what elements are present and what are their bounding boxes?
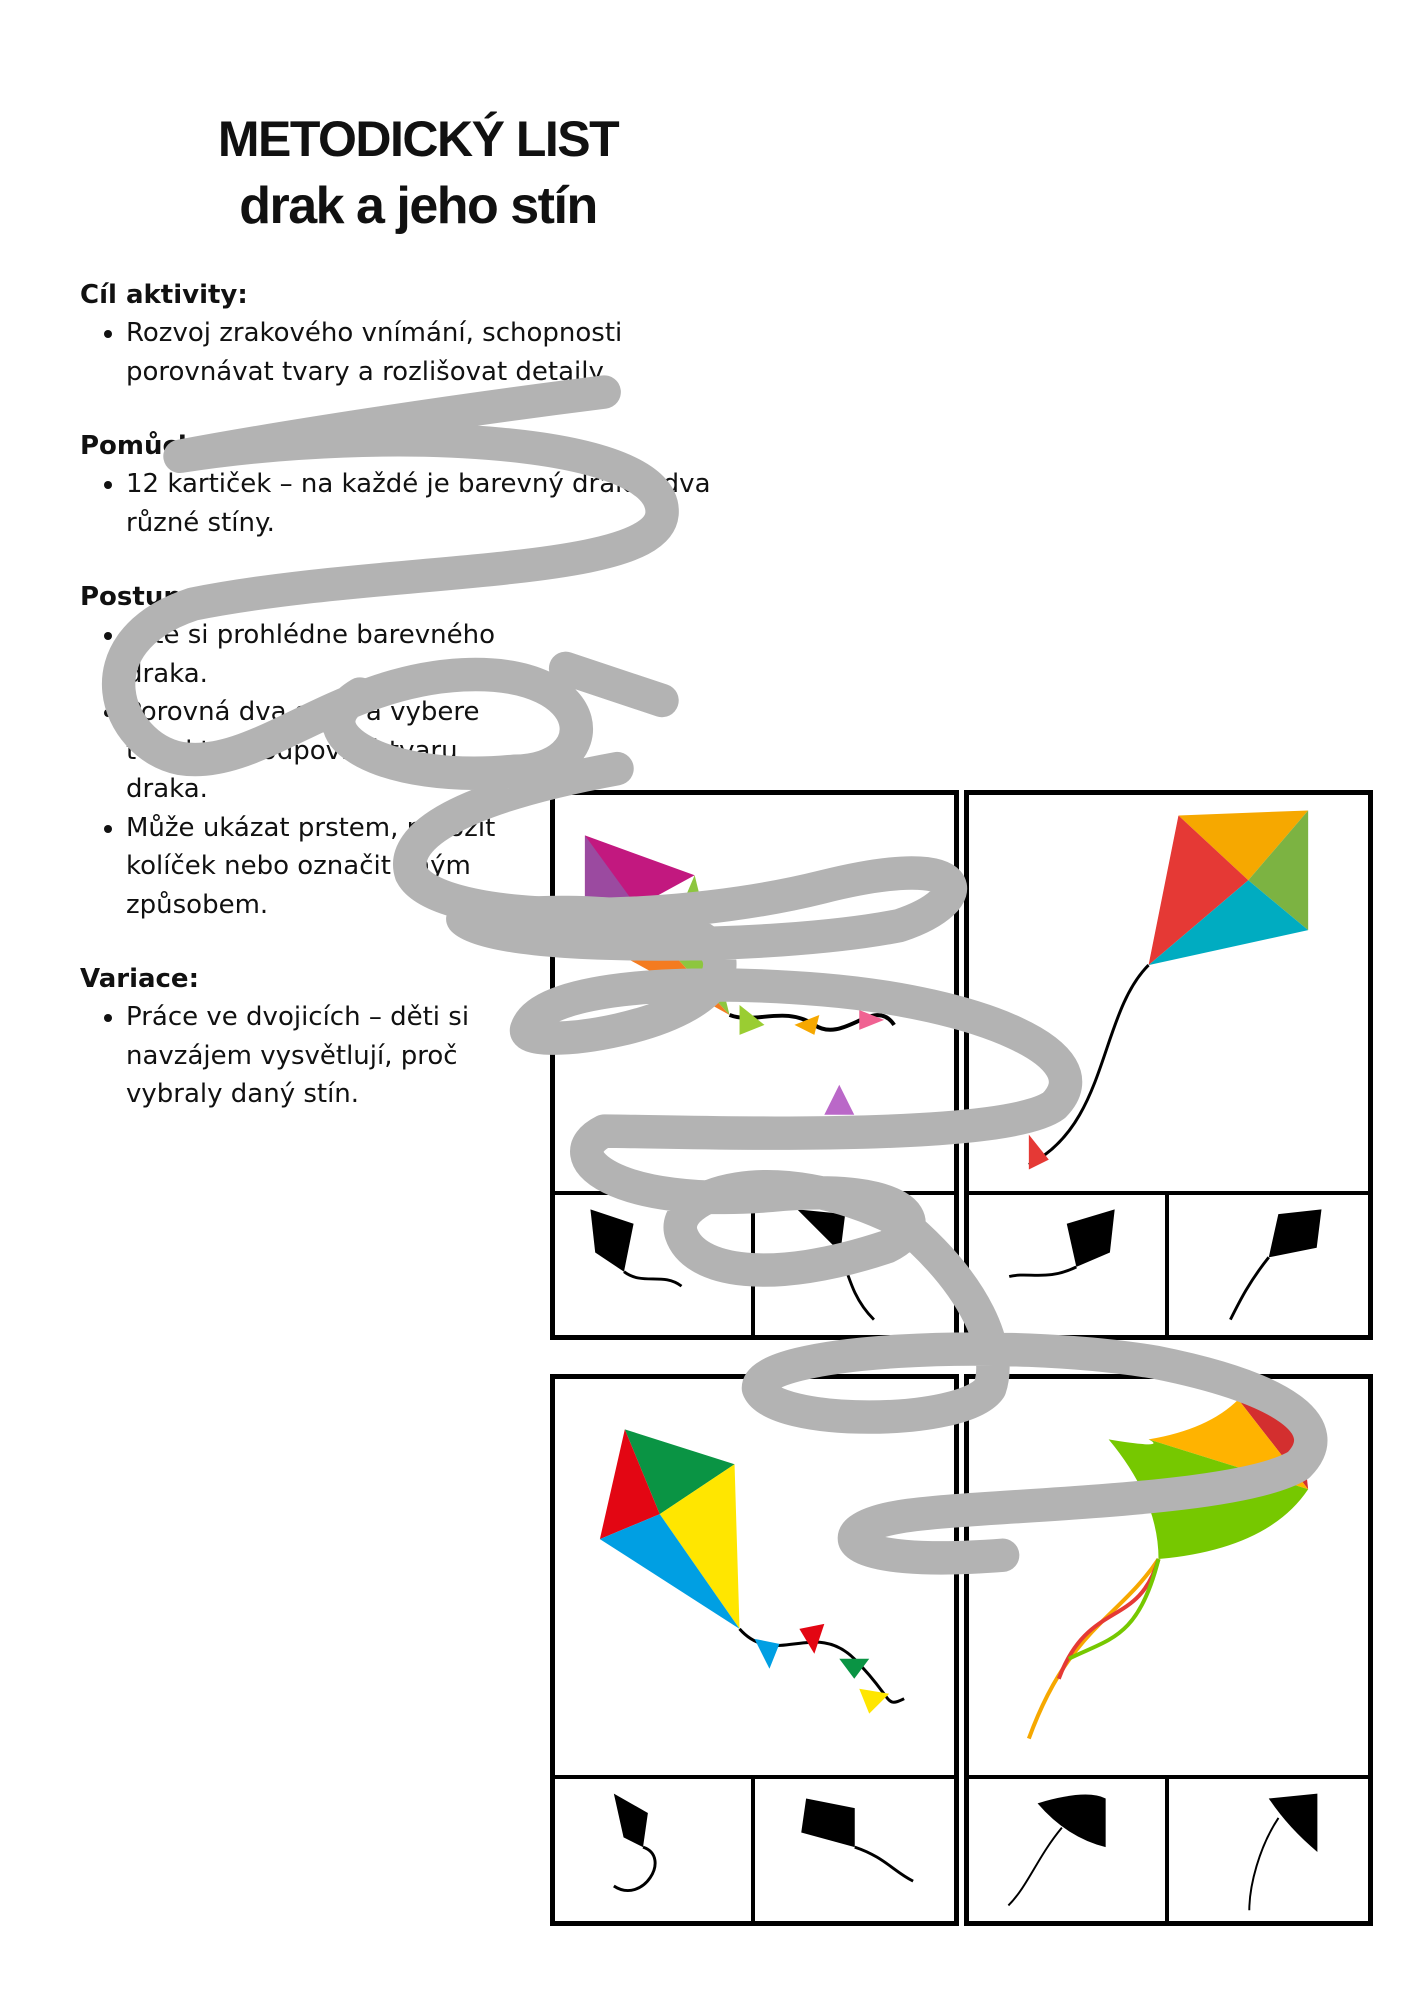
- primary-kite-image: [599, 1429, 905, 1714]
- kite-card-4: [964, 1374, 1373, 1926]
- kite-shadow-icon: [1228, 1209, 1321, 1321]
- shadow-option-a[interactable]: [969, 1779, 1169, 1921]
- list-item: Dítě si prohlédne barevného draka.: [126, 616, 536, 693]
- kite-shadow-icon: [613, 1793, 657, 1892]
- kite-card-1: [550, 790, 959, 1340]
- purple-kite-image: [584, 835, 896, 1115]
- section-goal: Cíl aktivity: Rozvoj zrakového vnímání, …: [80, 276, 780, 391]
- list-item: Může ukázat prstem, přiložit kolíček neb…: [126, 809, 536, 925]
- color-kite-area: [969, 795, 1368, 1195]
- kite-shadow-icon: [800, 1798, 914, 1883]
- kite-shadow-icon: [590, 1209, 683, 1288]
- shadow-option-b[interactable]: [1169, 1195, 1369, 1335]
- kite-shadow-icon: [1247, 1793, 1317, 1911]
- color-kite-area: [555, 795, 954, 1195]
- title-line2: drak a jeho stín: [239, 177, 598, 235]
- list-item: Rozvoj zrakového vnímání, schopnosti por…: [126, 314, 686, 391]
- shadow-option-a[interactable]: [555, 1779, 755, 1921]
- shadow-option-a[interactable]: [555, 1195, 755, 1335]
- shadow-option-a[interactable]: [969, 1195, 1169, 1335]
- kite-shadow-icon: [796, 1209, 875, 1321]
- kite-shadow-icon: [1008, 1209, 1115, 1278]
- kite-shadow-icon: [1007, 1794, 1106, 1907]
- section-heading: Postup:: [80, 582, 193, 612]
- curved-kite-image: [1026, 1399, 1309, 1740]
- title-line1: METODICKÝ LIST: [217, 111, 620, 167]
- color-kite-area: [969, 1379, 1368, 1779]
- color-kite-area: [555, 1379, 954, 1779]
- section-materials: Pomůcky: 12 kartiček – na každé je barev…: [80, 427, 780, 542]
- list-item: 12 kartiček – na každé je barevný drak a…: [126, 465, 726, 542]
- shadow-option-b[interactable]: [755, 1195, 955, 1335]
- list-item: Porovná dva stíny a vybere ten, který od…: [126, 693, 536, 809]
- shadow-option-b[interactable]: [755, 1779, 955, 1921]
- section-heading: Pomůcky:: [80, 431, 223, 461]
- section-heading: Cíl aktivity:: [80, 280, 248, 310]
- shadow-option-b[interactable]: [1169, 1779, 1369, 1921]
- red-cyan-kite-image: [1028, 810, 1309, 1170]
- list-item: Práce ve dvojicích – děti si navzájem vy…: [126, 998, 526, 1114]
- kite-card-3: [550, 1374, 959, 1926]
- kite-card-2: [964, 790, 1373, 1340]
